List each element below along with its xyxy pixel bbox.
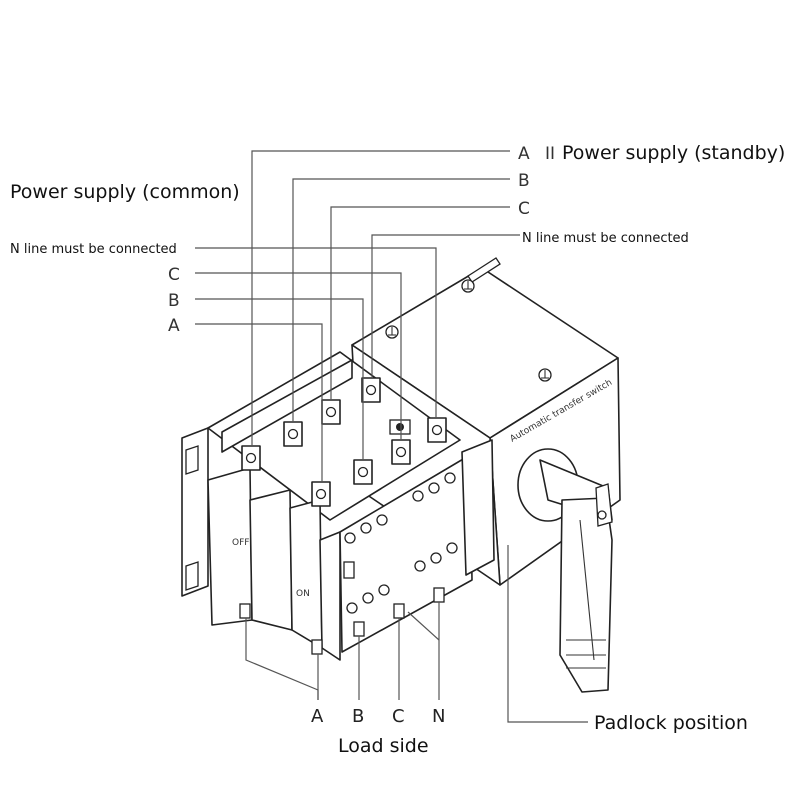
leader-lines xyxy=(195,150,588,723)
n-line-right-label: N line must be connected xyxy=(522,231,689,246)
common-supply-label: Power supply (common) xyxy=(10,181,240,203)
on-mark: ON xyxy=(296,589,310,599)
load-c-label: C xyxy=(392,706,405,727)
labels: A II Power supply (standby) B C N line m… xyxy=(10,142,785,757)
n-line-left-label: N line must be connected xyxy=(10,242,177,257)
off-mark: OFF xyxy=(232,538,249,548)
ground-screw-icon xyxy=(538,368,552,382)
padlock-position-label: Padlock position xyxy=(594,712,748,734)
standby-roman-label: II xyxy=(545,144,555,164)
terminal-common-a xyxy=(241,445,261,471)
load-side-label: Load side xyxy=(338,735,429,757)
terminal-standby-c xyxy=(391,439,411,465)
common-phase-c-label: C xyxy=(168,265,180,285)
terminal-common-n xyxy=(361,377,381,403)
standby-phase-c-label: C xyxy=(518,199,530,219)
operating-handle xyxy=(517,448,613,693)
ats-device: Automatic transfer switch xyxy=(181,257,621,693)
standby-supply-label: Power supply (standby) xyxy=(562,142,785,164)
standby-phase-b-label: B xyxy=(518,171,530,191)
switch-body: OFF ON xyxy=(207,351,495,661)
terminal-standby-a xyxy=(311,481,331,507)
load-n-label: N xyxy=(432,706,445,727)
terminal-common-b xyxy=(283,421,303,447)
terminal-common-c xyxy=(321,399,341,425)
ground-screw-icon xyxy=(385,325,399,339)
terminal-standby-n xyxy=(427,417,447,443)
load-b-label: B xyxy=(352,706,364,727)
load-a-label: A xyxy=(311,706,324,727)
standby-phase-a-label: A xyxy=(518,144,530,164)
terminal-row-standby xyxy=(311,417,447,507)
mounting-bracket xyxy=(181,427,209,597)
common-phase-a-label: A xyxy=(168,316,180,336)
ground-screw-icon xyxy=(461,279,475,293)
terminal-standby-b xyxy=(353,459,373,485)
common-phase-b-label: B xyxy=(168,291,180,311)
contact-holes xyxy=(343,472,458,614)
